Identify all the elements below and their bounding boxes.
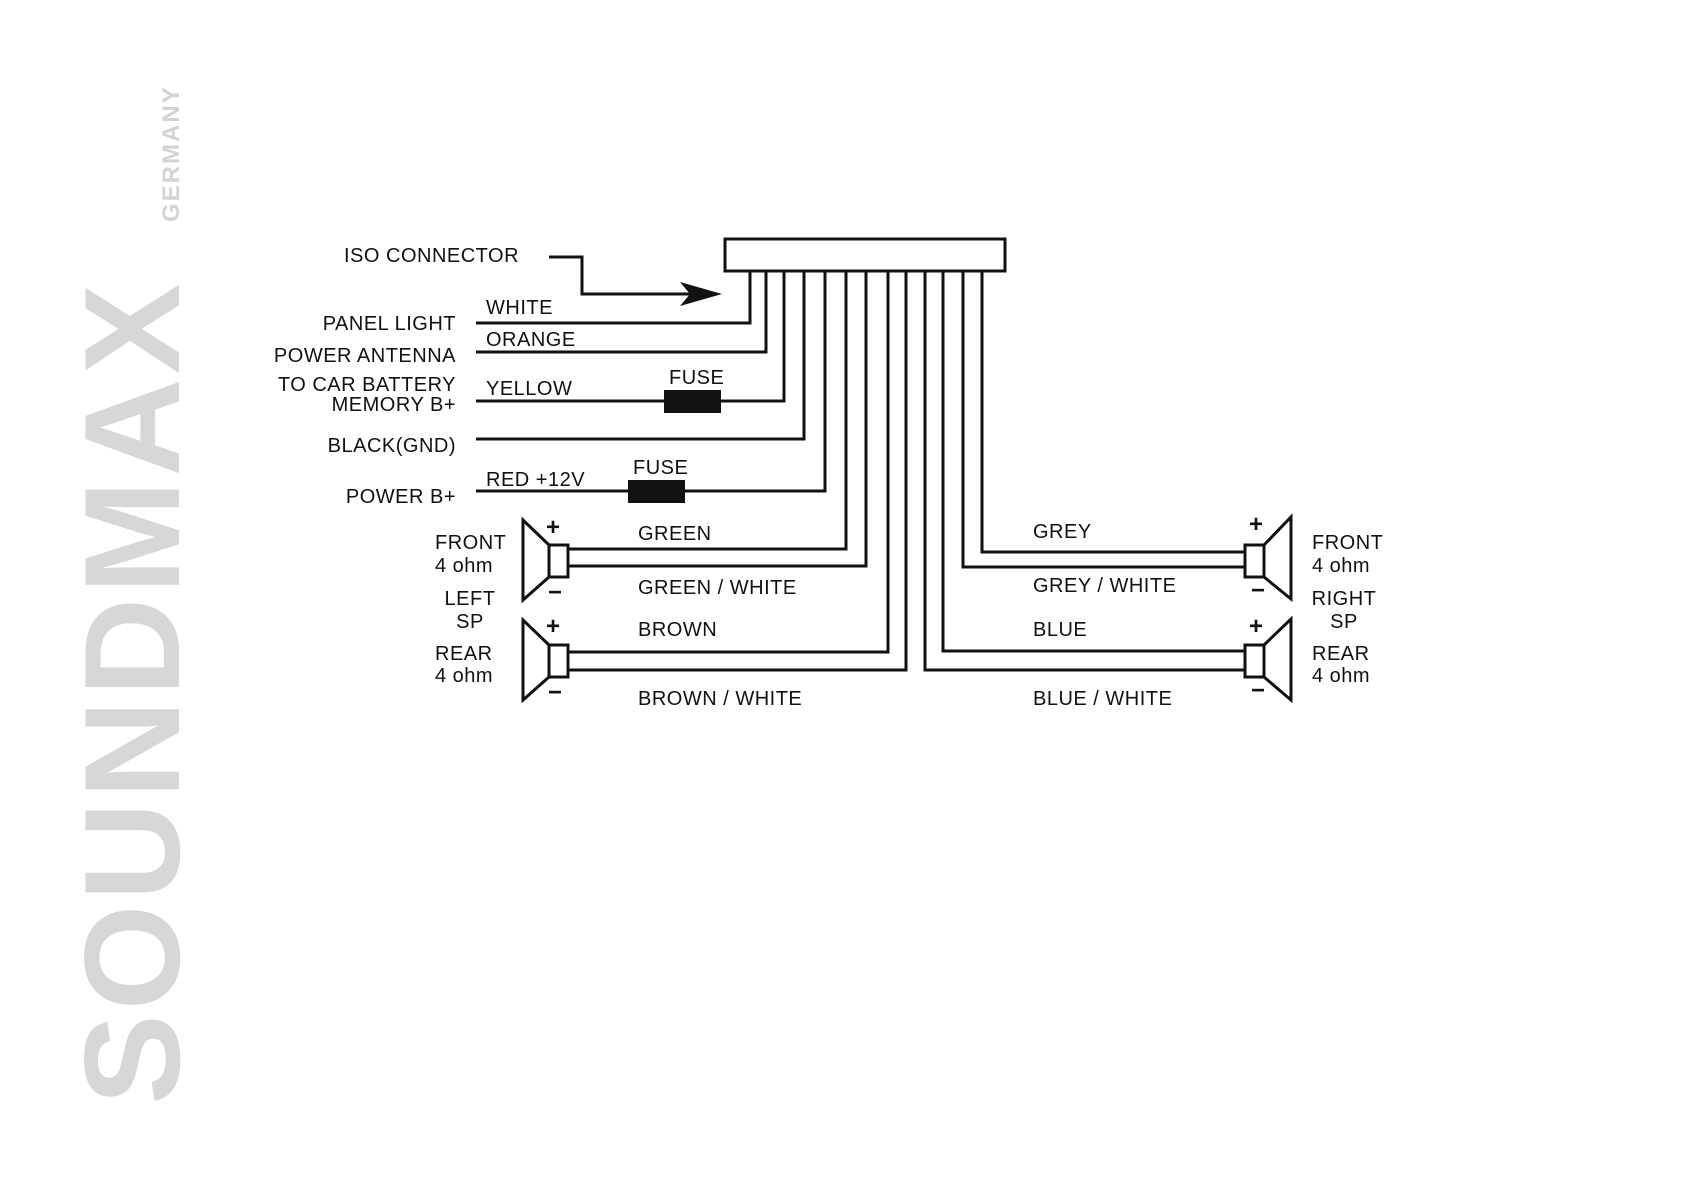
- left-rear-impedance: 4 ohm: [435, 665, 493, 687]
- iso-connector-block: [723, 237, 1007, 273]
- function-power-b: POWER B+: [346, 486, 456, 508]
- right-rear-position: REAR: [1312, 643, 1370, 665]
- wire-grey-white: [961, 271, 1245, 569]
- arrow-head-icon: [680, 282, 722, 306]
- wire-grey: [980, 271, 1245, 554]
- minus-right-front: −: [1251, 577, 1265, 604]
- minus-left-front: −: [548, 579, 562, 606]
- plus-right-rear: +: [1249, 613, 1263, 640]
- wire-brown: [568, 271, 890, 654]
- wire-label-brown: BROWN: [638, 619, 717, 641]
- left-side-line1: LEFT: [445, 588, 496, 610]
- right-front-position: FRONT: [1312, 532, 1383, 554]
- wire-label-grey: GREY: [1033, 521, 1092, 543]
- left-rear-position: REAR: [435, 643, 493, 665]
- function-panel-light: PANEL LIGHT: [323, 313, 456, 335]
- left-front-impedance: 4 ohm: [435, 555, 493, 577]
- brand-watermark: SOUNDMAX GERMANY: [56, 85, 208, 1105]
- wire-orange: [476, 271, 768, 354]
- wire-green: [568, 271, 848, 551]
- function-power-antenna: POWER ANTENNA: [274, 345, 456, 367]
- wire-label-blue-white: BLUE / WHITE: [1033, 688, 1172, 710]
- color-red: RED +12V: [486, 469, 585, 491]
- right-rear-impedance: 4 ohm: [1312, 665, 1370, 687]
- speaker-right-front-icon: [1243, 513, 1293, 603]
- plus-left-front: +: [546, 514, 560, 541]
- fuse-power: [628, 480, 685, 503]
- iso-connector-label: ISO CONNECTOR: [344, 245, 519, 267]
- brand-subtitle: GERMANY: [158, 85, 185, 222]
- plus-right-front: +: [1249, 511, 1263, 538]
- fuse-memory: [664, 390, 721, 413]
- wire-green-white: [568, 271, 868, 568]
- wire-label-green-white: GREEN / WHITE: [638, 577, 797, 599]
- wire-blue-white: [923, 271, 1245, 672]
- function-battery-line1: TO CAR BATTERY: [278, 374, 456, 396]
- wire-label-green: GREEN: [638, 523, 712, 545]
- color-white: WHITE: [486, 297, 553, 319]
- wire-red: [476, 271, 827, 493]
- wire-yellow: [476, 271, 786, 403]
- wire-white: [476, 271, 752, 325]
- left-harness: PANEL LIGHT POWER ANTENNA TO CAR BATTERY…: [274, 271, 827, 508]
- speaker-left-rear-icon: [521, 616, 570, 704]
- wire-label-grey-white: GREY / WHITE: [1033, 575, 1176, 597]
- right-front-impedance: 4 ohm: [1312, 555, 1370, 577]
- minus-right-rear: −: [1251, 677, 1265, 704]
- right-side-line2: SP: [1330, 611, 1358, 633]
- wire-brown-white: [568, 271, 908, 672]
- iso-connector-arrow: [549, 255, 690, 296]
- plus-left-rear: +: [546, 613, 560, 640]
- left-speaker-wiring: [568, 271, 908, 672]
- color-orange: ORANGE: [486, 329, 576, 351]
- wire-label-blue: BLUE: [1033, 619, 1087, 641]
- fuse-label-memory: FUSE: [669, 367, 724, 389]
- fuse-label-power: FUSE: [633, 457, 688, 479]
- left-front-position: FRONT: [435, 532, 506, 554]
- wire-label-brown-white: BROWN / WHITE: [638, 688, 802, 710]
- function-ground: BLACK(GND): [328, 435, 456, 457]
- right-side-line1: RIGHT: [1312, 588, 1377, 610]
- minus-left-rear: −: [548, 679, 562, 706]
- wire-black: [476, 271, 806, 441]
- brand-name: SOUNDMAX: [56, 280, 208, 1105]
- speaker-left-front-icon: [521, 516, 570, 604]
- color-yellow: YELLOW: [486, 378, 572, 400]
- right-speaker-wiring: [923, 271, 1245, 672]
- speaker-right-rear-icon: [1243, 615, 1293, 704]
- function-battery-line2: MEMORY B+: [332, 394, 456, 416]
- left-side-line2: SP: [456, 611, 484, 633]
- wire-blue: [941, 271, 1245, 653]
